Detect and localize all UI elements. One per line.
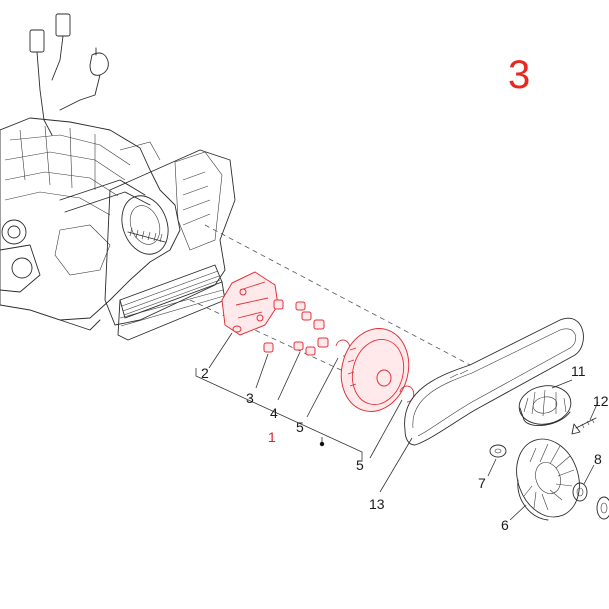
sliders: [263, 299, 284, 353]
rollers: [293, 301, 329, 356]
movable-pulley: [340, 328, 410, 412]
clutch-pulley: [518, 385, 572, 427]
wiring-harness: [29, 13, 109, 136]
engine-body: [0, 117, 181, 321]
screw: [571, 417, 597, 435]
ramp-plate: [221, 271, 279, 336]
drive-belt: [404, 317, 584, 446]
callout-5b: 5: [356, 457, 364, 473]
callout-11: 11: [571, 363, 586, 379]
transmission-housing: [29, 149, 236, 341]
callout-3: 3: [246, 390, 254, 406]
washer: [489, 444, 507, 458]
bracket-dot: [319, 441, 325, 447]
callout-8: 8: [594, 451, 602, 467]
callout-2: 2: [201, 365, 209, 381]
washer-8: [572, 482, 588, 502]
callout-7: 7: [478, 475, 486, 491]
callout-12: 12: [593, 393, 609, 409]
callout-5a: 5: [296, 419, 304, 435]
callout-13: 13: [369, 496, 385, 512]
page-number: 3: [508, 53, 530, 97]
variator-assembly-highlighted: [221, 271, 415, 412]
item-1-bracket: [195, 368, 363, 460]
fan-pulley: [516, 438, 580, 521]
nut: [596, 496, 609, 520]
engine-assembly: [0, 13, 236, 341]
callout-1: 1: [268, 429, 276, 445]
callout-6: 6: [501, 517, 509, 533]
assembly-axis-line: [204, 224, 471, 366]
callout-4: 4: [270, 405, 278, 421]
leader-lines: [208, 332, 599, 521]
